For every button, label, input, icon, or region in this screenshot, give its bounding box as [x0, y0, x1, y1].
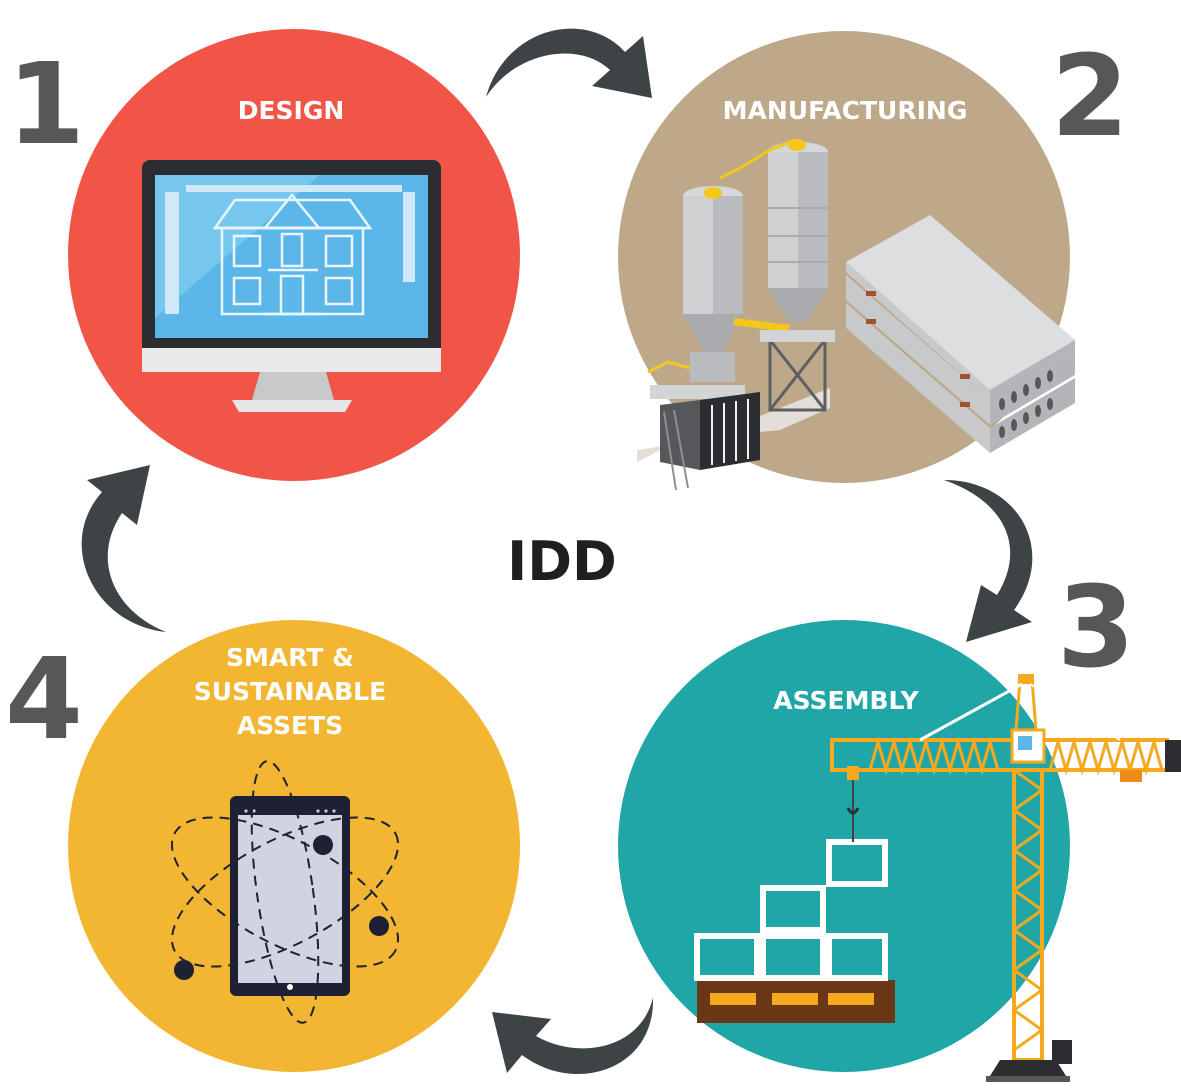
stage-3-number: 3 [1057, 563, 1135, 693]
arrow-assets-to-design-icon [81, 465, 166, 632]
stage-1-number: 1 [7, 40, 85, 170]
slab-layers [846, 275, 1075, 453]
stage-2-number: 2 [1051, 32, 1129, 162]
tablet-atom-icon [170, 760, 400, 1024]
manufacturing-title: MANUFACTURING [723, 96, 968, 125]
computer-monitor-icon [142, 160, 441, 412]
assets-title-line-1: SMART & [226, 643, 354, 672]
arrow-assembly-to-assets-icon [492, 998, 654, 1075]
stage-4-number: 4 [5, 635, 83, 765]
assembly-title: ASSEMBLY [773, 686, 919, 715]
tower-crane-icon [694, 674, 1181, 1082]
arrow-manufacturing-to-assembly-icon [944, 480, 1033, 642]
design-title: DESIGN [238, 96, 345, 125]
assets-title-line-2: SUSTAINABLE [194, 677, 386, 706]
assets-title-line-3: ASSETS [237, 711, 343, 740]
cycle-arrows [81, 28, 1033, 1075]
concrete-factory-icon [637, 138, 1075, 491]
center-title: IDD [507, 530, 617, 593]
arrow-design-to-manufacturing-icon [486, 28, 652, 98]
